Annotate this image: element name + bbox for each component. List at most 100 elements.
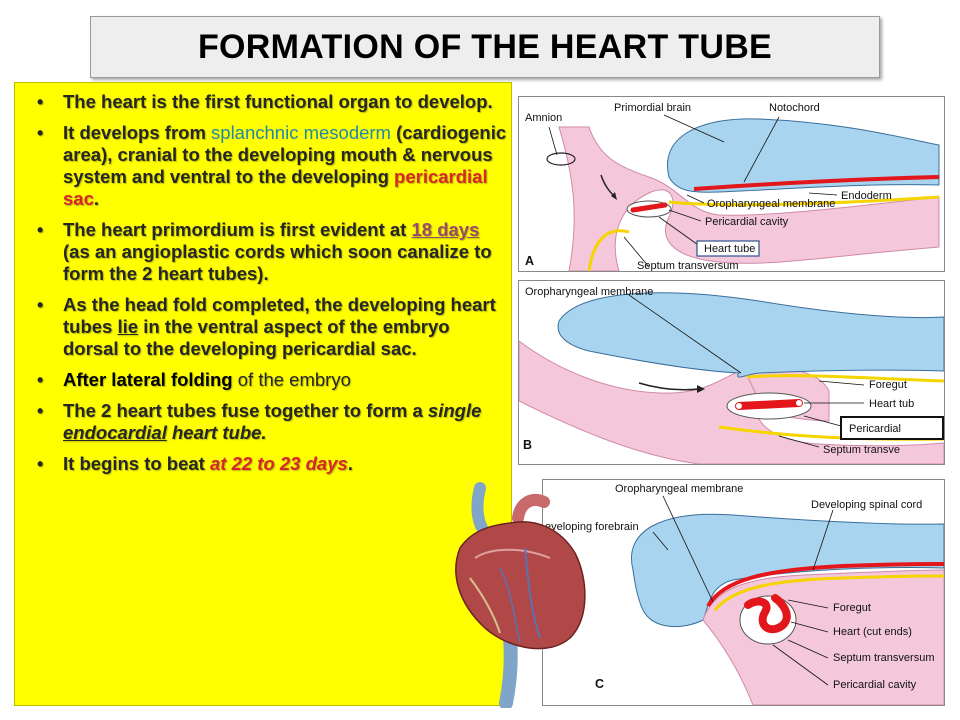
arrow-icon	[611, 192, 617, 200]
heart-illustration	[440, 478, 590, 710]
leader-line	[686, 194, 705, 204]
label-septum: Septum transversum	[637, 260, 738, 271]
figure-b: Oropharyngeal membrane Foregut Heart tub…	[518, 280, 945, 465]
figure-c-diagram: Oropharyngeal membrane Developing spinal…	[545, 483, 944, 705]
heart-tube-end	[796, 400, 802, 406]
bullet-panel: • The heart is the first functional orga…	[14, 82, 512, 706]
heart-tube-box	[696, 240, 760, 257]
bullet-text: The heart primordium is first evident at	[63, 219, 412, 240]
leader-line	[743, 116, 780, 183]
heart-tube-end	[736, 403, 742, 409]
label-oropharyngeal: Oropharyngeal membrane	[525, 286, 653, 298]
bullet-item: • It develops from splanchnic mesoderm (…	[25, 122, 507, 210]
label-oropharyngeal: Oropharyngeal membrane	[615, 483, 743, 495]
figure-a-diagram: Amnion Primordial brain Notochord Endode…	[525, 102, 940, 271]
bullet-dot-icon: •	[37, 295, 44, 315]
bullet-text: The heart is the first functional organ …	[63, 91, 493, 112]
figure-b-letter: B	[523, 438, 532, 452]
heart-icon	[455, 482, 586, 710]
italic-single: single	[427, 400, 482, 421]
bullet-text: .	[347, 453, 353, 474]
figure-c-letter: C	[595, 677, 604, 691]
figure-b-endoderm	[746, 374, 944, 383]
title-banner: FORMATION OF THE HEART TUBE	[90, 16, 880, 78]
heart-vessel	[512, 493, 550, 524]
page-title: FORMATION OF THE HEART TUBE	[197, 27, 773, 66]
leader-line	[787, 639, 829, 659]
heart-body	[455, 521, 586, 650]
heart-vessel	[499, 631, 518, 710]
label-septum: Septum transversum	[833, 652, 934, 664]
label-heart: Heart (cut ends)	[833, 626, 912, 638]
figure-a-endoderm-low	[587, 229, 630, 271]
figure-a-tissue	[558, 126, 940, 271]
label-septum: Septum transve	[823, 444, 900, 456]
heart-vein	[524, 547, 541, 639]
leader-line	[808, 192, 838, 196]
bullet-text: It develops from	[63, 122, 212, 143]
leader-line	[652, 531, 669, 551]
leader-line	[778, 435, 820, 448]
leader-line	[812, 509, 834, 571]
bullet-dot-icon: •	[37, 401, 44, 421]
bullet-item: • The heart is the first functional orga…	[25, 91, 507, 113]
figure-a-brain	[667, 118, 940, 193]
bullet-item: • After lateral folding of the embryo	[25, 369, 507, 391]
bullet-item: • The 2 heart tubes fuse together to for…	[25, 400, 507, 444]
label-pericardial-cavity: Pericardial cavity	[833, 679, 917, 691]
arrow-icon	[697, 385, 705, 393]
bullet-dot-icon: •	[37, 92, 44, 112]
bullet-dot-icon: •	[37, 370, 44, 390]
figure-c-spinal-cord	[706, 562, 944, 608]
figure-a-amnion-loop	[546, 152, 576, 166]
leader-line	[548, 126, 558, 156]
highlight-splanchnic: splanchnic mesoderm	[211, 122, 391, 143]
label-forebrain: eveloping forebrain	[545, 521, 639, 533]
leader-line	[658, 216, 702, 248]
figure-a: Amnion Primordial brain Notochord Endode…	[518, 96, 945, 272]
label-spinal-cord: Developing spinal cord	[811, 499, 922, 511]
figure-a-notochord	[693, 175, 940, 191]
bullet-text: .	[93, 188, 100, 209]
leader-line	[803, 415, 842, 427]
label-oropharyngeal: Oropharyngeal membrane	[707, 198, 835, 210]
underlined-lie: lie	[117, 316, 139, 337]
italic-heart-tube: heart tube.	[166, 422, 267, 443]
leader-line	[628, 294, 742, 374]
figure-b-brain	[557, 292, 944, 378]
leader-line	[790, 621, 829, 633]
heart-vein	[499, 567, 521, 644]
figure-c-heart	[744, 594, 791, 634]
bullet-text: of the embryo	[232, 369, 351, 390]
italic-endocardial: endocardial	[63, 422, 167, 443]
heart-highlight	[474, 548, 551, 559]
label-foregut: Foregut	[833, 602, 871, 614]
label-primordial-brain: Primordial brain	[614, 102, 691, 114]
figure-a-heart-tube	[630, 202, 668, 213]
bullet-text-strong: After lateral folding	[63, 369, 233, 390]
label-pericardial: Pericardial	[849, 423, 901, 435]
label-notochord: Notochord	[769, 102, 820, 114]
bullet-item: • The heart primordium is first evident …	[25, 219, 507, 285]
bullet-item: • As the head fold completed, the develo…	[25, 294, 507, 360]
label-pericardial-cavity: Pericardial cavity	[705, 216, 789, 228]
figure-b-diagram: Oropharyngeal membrane Foregut Heart tub…	[519, 286, 944, 464]
figure-a-endoderm	[668, 195, 940, 207]
bullet-dot-icon: •	[37, 123, 44, 143]
leader-line	[663, 114, 725, 143]
bullet-item: • It begins to beat at 22 to 23 days.	[25, 453, 507, 475]
figure-b-arrow	[638, 382, 700, 391]
bullet-text: in the ventral aspect of the embryo dors…	[63, 316, 450, 359]
label-amnion: Amnion	[525, 112, 562, 124]
label-heart-tube: Heart tub	[869, 398, 914, 410]
bullet-dot-icon: •	[37, 454, 44, 474]
heart-vessel	[471, 482, 491, 539]
leader-line	[623, 236, 650, 268]
bullet-dot-icon: •	[37, 220, 44, 240]
highlight-beat-days: at 22 to 23 days	[209, 453, 348, 474]
leader-line	[662, 495, 714, 603]
label-heart-tube: Heart tube	[704, 243, 755, 255]
leader-line	[772, 644, 829, 686]
leader-line	[818, 380, 865, 386]
highlight-18-days: 18 days	[411, 219, 480, 240]
